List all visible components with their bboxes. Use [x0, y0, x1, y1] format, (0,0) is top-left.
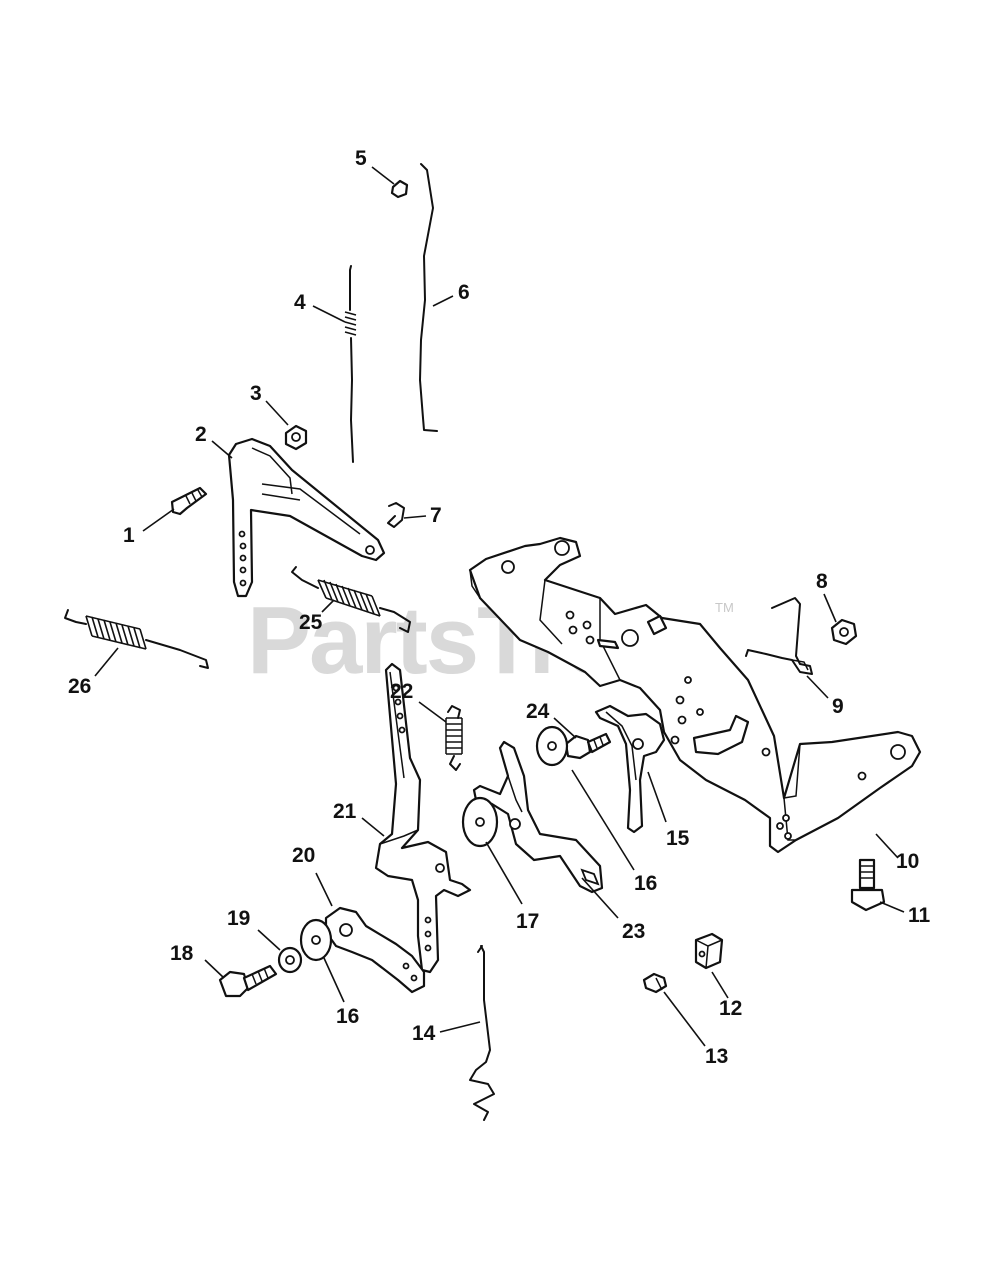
part-25-spring[interactable]: [291, 566, 411, 633]
part-5-clip[interactable]: [390, 179, 409, 199]
part-1-screw[interactable]: [170, 486, 208, 516]
part-16-washer-upper[interactable]: [535, 725, 569, 767]
part-22-spring[interactable]: [445, 705, 463, 771]
callout-26[interactable]: 26: [68, 675, 91, 698]
part-16-washer-lower[interactable]: [299, 918, 333, 962]
callout-14[interactable]: 14: [412, 1022, 436, 1045]
callout-22[interactable]: 22: [390, 680, 413, 703]
leader-lines: [94, 166, 905, 1047]
callout-13[interactable]: 13: [705, 1045, 728, 1068]
callout-2[interactable]: 2: [195, 423, 207, 446]
callout-16a[interactable]: 16: [634, 872, 657, 895]
callout-23[interactable]: 23: [622, 920, 645, 943]
callout-12[interactable]: 12: [719, 997, 742, 1020]
callout-3[interactable]: 3: [250, 382, 262, 405]
part-9-wire-spring[interactable]: [745, 597, 813, 675]
callout-15[interactable]: 15: [666, 827, 690, 850]
callout-19[interactable]: 19: [227, 907, 250, 930]
callout-labels: 1 2 3 4 5 6 7 8 9 10 11 12 13 14 15 16 1…: [68, 147, 931, 1068]
callout-6[interactable]: 6: [458, 281, 470, 304]
part-10-bracket[interactable]: [468, 536, 922, 854]
part-2-lever[interactable]: [227, 437, 386, 598]
part-18-bolt[interactable]: [218, 964, 278, 998]
part-6-rod[interactable]: [419, 163, 438, 432]
part-17-washer[interactable]: [461, 796, 499, 848]
callout-25[interactable]: 25: [299, 611, 323, 634]
callout-11[interactable]: 11: [908, 904, 931, 927]
part-13-screw[interactable]: [642, 972, 668, 994]
callout-17[interactable]: 17: [516, 910, 539, 933]
callout-16b[interactable]: 16: [336, 1005, 359, 1028]
part-4-link-spring[interactable]: [344, 265, 357, 463]
part-12-clip[interactable]: [694, 932, 724, 970]
part-7-clip[interactable]: [387, 502, 405, 528]
callout-21[interactable]: 21: [333, 800, 357, 823]
callout-24[interactable]: 24: [526, 700, 550, 723]
part-15-lever[interactable]: [594, 704, 666, 834]
part-20-plate[interactable]: [324, 906, 426, 994]
callout-5[interactable]: 5: [355, 147, 367, 170]
part-26-spring[interactable]: [64, 609, 209, 669]
callout-18[interactable]: 18: [170, 942, 194, 965]
part-23-lever[interactable]: [472, 740, 604, 894]
callout-20[interactable]: 20: [292, 844, 315, 867]
callout-9[interactable]: 9: [832, 695, 844, 718]
part-14-rod[interactable]: [469, 945, 495, 1121]
callout-7[interactable]: 7: [430, 504, 442, 527]
callout-10[interactable]: 10: [896, 850, 919, 873]
part-8-nut[interactable]: [830, 618, 858, 646]
watermark-trademark: TM: [715, 600, 734, 615]
part-3-nut[interactable]: [284, 424, 308, 451]
callout-4[interactable]: 4: [294, 291, 306, 314]
part-24-screw[interactable]: [564, 732, 612, 760]
part-19-lockwasher[interactable]: [277, 946, 303, 974]
part-11-screw[interactable]: [850, 858, 886, 912]
callout-8[interactable]: 8: [816, 570, 828, 593]
part-21-bracket[interactable]: [374, 662, 472, 974]
callout-1[interactable]: 1: [123, 524, 135, 547]
